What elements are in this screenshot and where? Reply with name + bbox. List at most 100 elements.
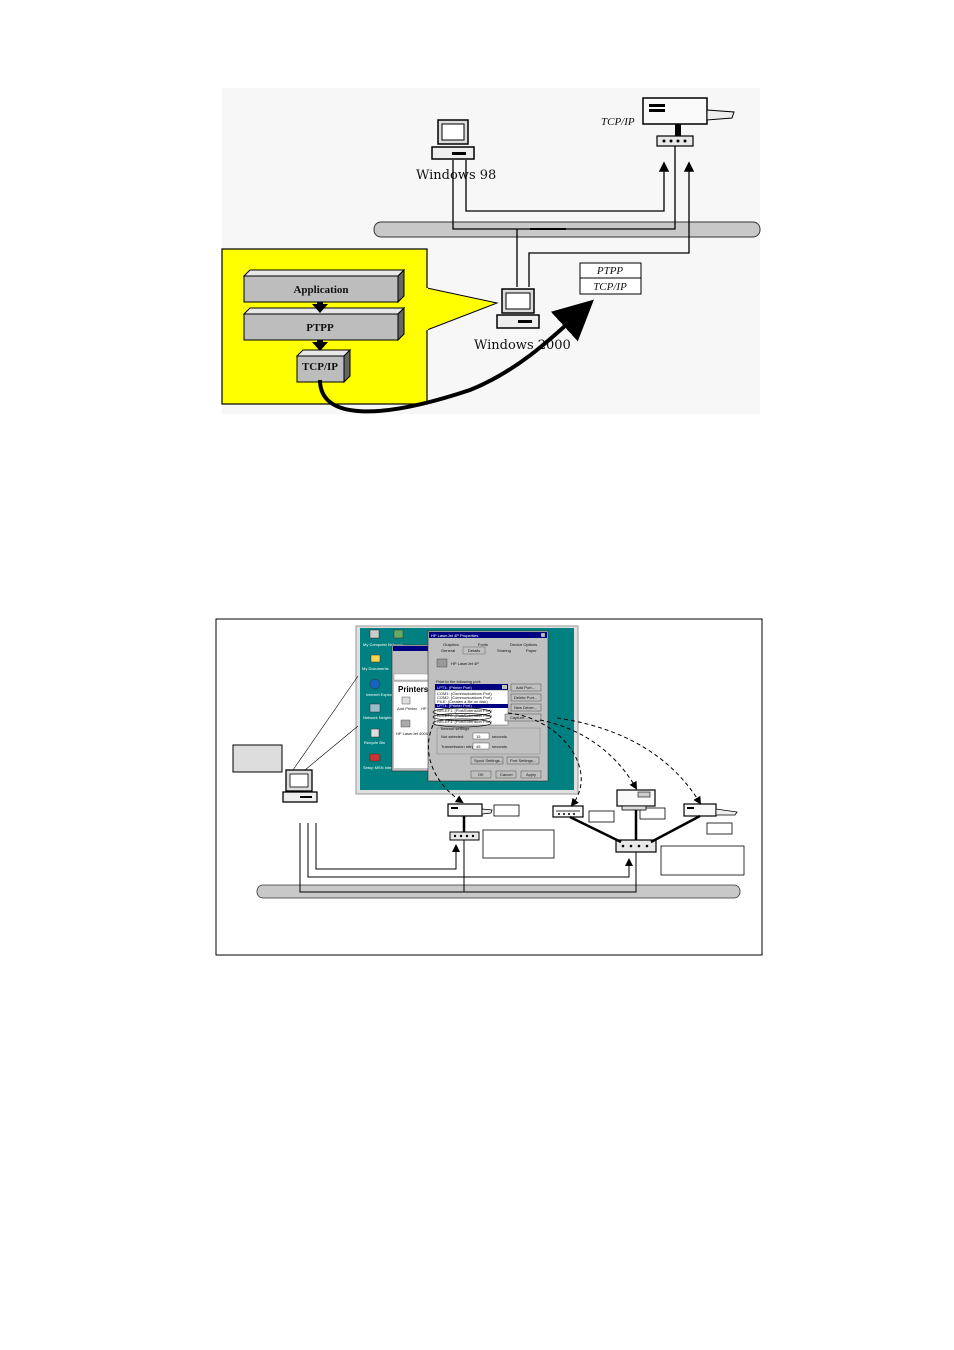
desktop-icons: My Computer My Documents Internet Explor… [362, 629, 406, 770]
printer-name: HP LaserJet 4P [451, 661, 479, 666]
stack-down-arrows [312, 302, 328, 351]
spool-settings-button[interactable] [470, 756, 504, 765]
printer-icon [436, 658, 448, 668]
printer1-label-box [493, 804, 520, 817]
server2-label-box [660, 845, 745, 876]
printer1-icon [447, 803, 493, 817]
transmission-label: Transmission retry: [441, 744, 475, 749]
ok-button[interactable] [470, 770, 492, 779]
transmission-value: 45 [476, 744, 481, 749]
capture-button[interactable] [504, 713, 542, 722]
pc-label-box [232, 744, 283, 773]
delete-port-button[interactable] [510, 693, 542, 702]
msn-setup-label: Setup MSN Internet A... [363, 765, 405, 770]
stack-application-label: Application [293, 284, 348, 296]
windows-screenshot: My Computer My Documents Internet Explor… [355, 625, 579, 795]
port-nis-ef2[interactable]: NIS-EF2: (Port/Extension Port) [437, 713, 492, 718]
tab-fonts[interactable]: Fonts [478, 642, 488, 647]
tab-device-options[interactable]: Device Options [510, 642, 537, 647]
port-lpt1[interactable]: LPT1: (Printer Port) [437, 703, 472, 708]
tab-details[interactable]: Details [468, 648, 480, 653]
port-nis-ef1[interactable]: NIS-EF1: (Port/Extension Port) [437, 708, 492, 713]
print-to-label: Print to the following port: [436, 679, 481, 684]
apply-button[interactable] [520, 770, 542, 779]
timeout-group-label: Timeout settings [440, 726, 469, 731]
port-nis-ef3-highlight [432, 718, 492, 728]
port-nis-ef1-highlight [432, 707, 492, 717]
ok-button-label: OK [478, 772, 484, 777]
stack-application-box [242, 268, 406, 304]
new-driver-button[interactable] [510, 703, 542, 712]
port-settings-button[interactable] [506, 756, 540, 765]
network-icon [393, 629, 404, 639]
dialog-close-button[interactable] [540, 632, 546, 638]
stack-ptpp-label: PTPP [306, 322, 334, 334]
port-settings-button-label: Port Settings... [510, 758, 536, 763]
network-neighborhood-label: Network Neighborhood [363, 715, 404, 720]
printer2-icon [552, 805, 584, 818]
network-icon-label: Network... [388, 642, 406, 647]
ptpp-packet-box [579, 262, 642, 295]
windows2000-pc-icon [496, 288, 540, 329]
diagram-1: Windows 98 TCP/IP [221, 88, 761, 414]
add-port-button[interactable] [510, 683, 542, 692]
connection-lines [452, 146, 695, 287]
cancel-button[interactable] [495, 770, 517, 779]
not-selected-label: Not selected: [441, 734, 464, 739]
printer-cables [569, 810, 701, 844]
stack-ptpp-box [242, 306, 406, 342]
port-combo-value: LPT1: (Printer Port) [437, 685, 472, 690]
tab-general[interactable]: General [441, 648, 455, 653]
not-selected-input[interactable] [472, 732, 490, 740]
hp-laserjet-item-label: HP LaserJet 4000 Seri... [396, 731, 440, 736]
network-neighborhood-icon [369, 703, 381, 713]
tab-graphics[interactable]: Graphics [443, 642, 459, 647]
add-port-button-label: Add Port... [516, 685, 535, 690]
windows98-label: Windows 98 [416, 168, 496, 183]
cancel-button-label: Cancel [500, 772, 513, 777]
zoom-lines [292, 675, 359, 771]
port-com2[interactable]: COM2: (Communications Port) [437, 695, 492, 700]
recycle-bin-label: Recycle Bin [364, 740, 385, 745]
windows2000-label: Windows 2000 [474, 338, 571, 353]
port-com1[interactable]: COM1: (Communications Port) [437, 691, 492, 696]
not-selected-value: 15 [476, 734, 481, 739]
port-file[interactable]: FILE: (Creates a file on disk) [437, 699, 488, 704]
dialog-title: HP LaserJet 4P Properties [431, 633, 478, 638]
internet-explorer-label: Internet Explorer [366, 692, 396, 697]
printer3-icon [616, 789, 656, 811]
apply-button-label: Apply [526, 772, 536, 777]
not-selected-unit: seconds [492, 734, 507, 739]
spool-settings-button-label: Spool Settings... [474, 758, 503, 763]
server1-label-box [482, 829, 555, 859]
new-driver-button-label: New Driver... [514, 705, 537, 710]
stack-tcpip-label: TCP/IP [302, 361, 338, 373]
port-nis-ef3[interactable]: NIS-EF3: (Port/Extension Port) [437, 719, 492, 724]
printer4-label-box [706, 822, 733, 835]
dashed-port-arrows [428, 712, 702, 807]
tab-sharing[interactable]: Sharing [497, 648, 511, 653]
tab-paper[interactable]: Paper [526, 648, 537, 653]
hp-printer-short-label: HP L... [421, 706, 433, 711]
printer-properties-dialog: HP LaserJet 4P Properties Graphics Fonts… [427, 630, 549, 782]
my-documents-label: My Documents [362, 666, 389, 671]
delete-port-button-label: Delete Port... [514, 695, 537, 700]
add-printer-label: Add Printer [397, 706, 418, 711]
my-computer-icon [369, 629, 380, 639]
transmission-unit: seconds [492, 744, 507, 749]
dialog-titlebar [429, 632, 547, 638]
client-pc-icon [282, 769, 318, 803]
internet-explorer-icon [369, 678, 381, 690]
port-combo[interactable] [435, 684, 508, 690]
printer-protocol-label: TCP/IP [601, 116, 635, 128]
packet-tcpip-label: TCP/IP [593, 281, 627, 293]
hp-laserjet-icon[interactable] [400, 719, 411, 728]
chevron-down-icon[interactable] [502, 685, 507, 689]
add-printer-icon[interactable] [401, 696, 411, 705]
transmission-input[interactable] [472, 742, 490, 750]
packet-ptpp-label: PTPP [596, 265, 624, 277]
printers-window-title: Printers [398, 685, 429, 694]
port-nis-ef2-highlight [432, 713, 492, 721]
my-computer-label: My Computer [363, 642, 388, 647]
